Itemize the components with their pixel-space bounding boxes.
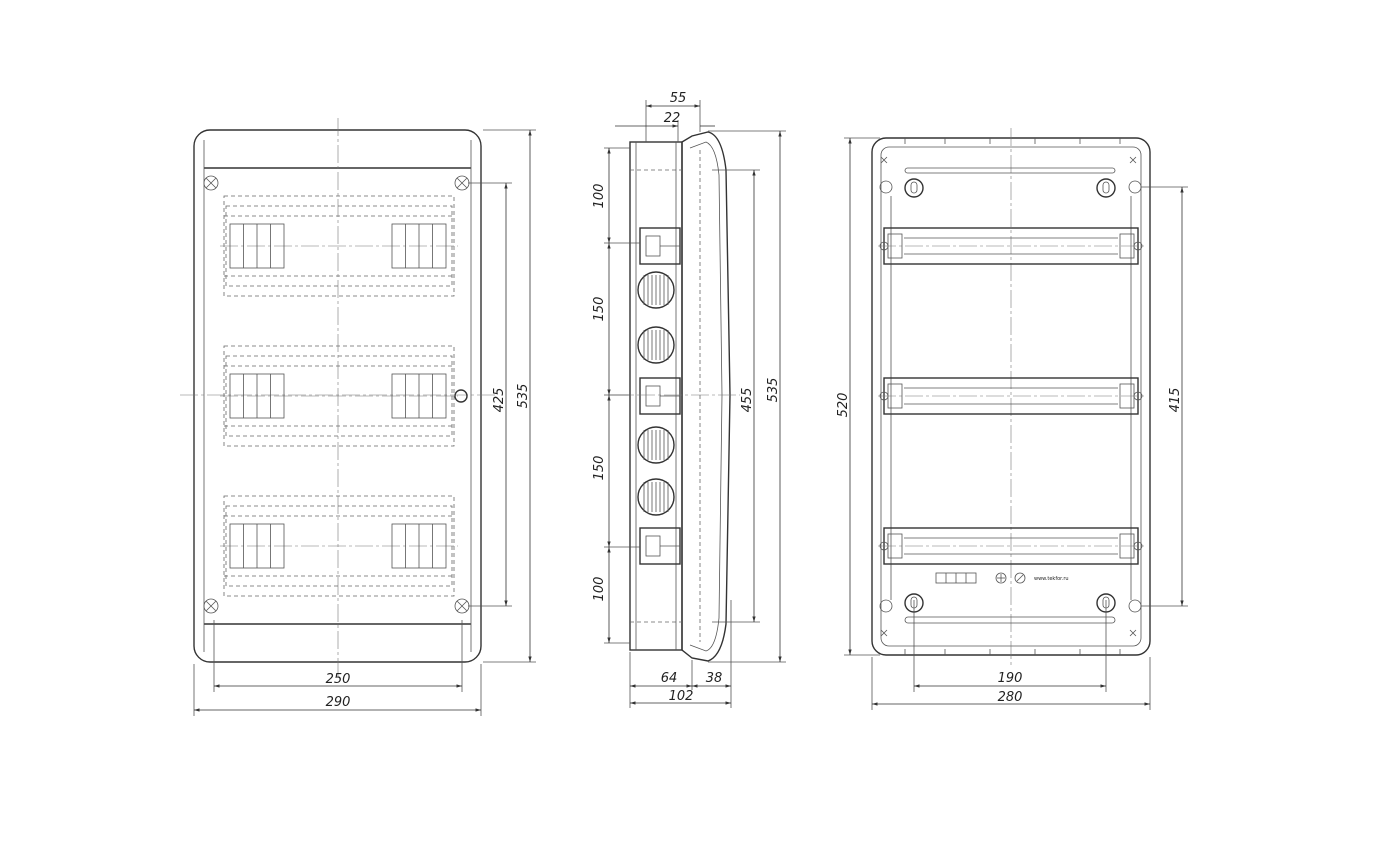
dim-side-segment-top: 100 [592, 184, 607, 209]
dim-front-outer-width: 290 [326, 695, 351, 710]
din-clip-icon [639, 527, 681, 565]
mount-hole-icon [879, 599, 893, 613]
dim-side-depth-offset: 22 [664, 111, 681, 126]
side-knockouts [637, 227, 681, 565]
screw-icon [454, 598, 470, 614]
din-clip-icon [639, 227, 681, 265]
front-module-rows [220, 195, 458, 597]
dim-side-depth-top: 55 [670, 91, 687, 106]
module-row [220, 495, 458, 597]
screw-icon [203, 175, 219, 191]
dim-front-inner-width: 250 [326, 672, 351, 687]
dim-side-cover-depth: 38 [706, 671, 723, 686]
dim-front-outer-height: 535 [516, 384, 531, 409]
din-rail [878, 227, 1144, 265]
dim-side-inner-height: 455 [740, 388, 755, 413]
din-rail [878, 377, 1144, 415]
din-rails [878, 227, 1144, 565]
side-view: 55 22 100 150 150 100 455 535 64 38 [592, 91, 786, 708]
dim-side-segment-lower: 150 [592, 456, 607, 481]
ground-symbol-icon [995, 572, 1007, 584]
din-rail [878, 527, 1144, 565]
keyhole-icon [1096, 178, 1116, 198]
front-view: 250 290 425 535 [180, 118, 536, 716]
dim-back-total-width: 280 [998, 690, 1023, 705]
earth-symbol-icon [1014, 572, 1026, 584]
mount-hole-icon [1128, 599, 1142, 613]
knockout-icon [637, 271, 675, 309]
dim-back-mount-height: 415 [1168, 388, 1183, 413]
front-enclosure-outline [193, 129, 482, 663]
knockout-icon [637, 426, 675, 464]
back-view: www.tekfor.ru 190 280 520 415 [836, 128, 1188, 710]
dim-back-height: 520 [836, 393, 851, 418]
mount-hole-icon [879, 180, 893, 194]
screw-icon [203, 598, 219, 614]
module-row [220, 345, 458, 447]
lock-icon [454, 389, 468, 403]
dim-back-rail-spacing: 190 [998, 671, 1023, 686]
module-row [220, 195, 458, 297]
screw-icon [454, 175, 470, 191]
din-clip-icon [639, 377, 681, 415]
dim-front-inner-height: 425 [492, 388, 507, 413]
dim-side-segment-bottom: 100 [592, 577, 607, 602]
dim-side-segment-upper: 150 [592, 297, 607, 322]
dim-side-outer-height: 535 [766, 378, 781, 403]
mount-hole-icon [1128, 180, 1142, 194]
knockout-icon [637, 326, 675, 364]
dim-side-base-depth: 64 [661, 671, 678, 686]
back-website-label: www.tekfor.ru [1034, 576, 1069, 582]
side-cover [681, 131, 731, 662]
knockout-icon [637, 478, 675, 516]
keyhole-icon [904, 178, 924, 198]
dim-side-total-depth: 102 [669, 689, 694, 704]
